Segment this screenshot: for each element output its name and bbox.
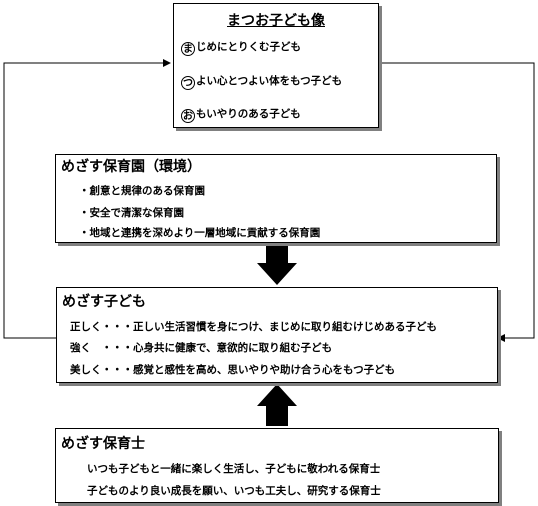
- motto-circled-3: お: [181, 109, 195, 123]
- child-goal-item: 強く ・・・心身共に健康で、意欲的に取り組む子ども: [70, 342, 333, 354]
- child-goal-item: 正しく・・・正しい生活習慣を身につけ、まじめに取り組むけじめある子ども: [70, 321, 437, 333]
- teacher-goal-item: 子どものより良い成長を願い、いつも工夫し、研究する保育士: [87, 485, 381, 497]
- down-arrow-icon: [257, 243, 297, 285]
- motto-item-text-2: よい心とつよい体をもつ子ども: [196, 75, 343, 87]
- motto-circled-1: ま: [181, 42, 195, 56]
- motto-circled-2: つ: [181, 76, 195, 90]
- child-goal-item: 美しく・・・感覚と感性を高め、思いやりや助け合う心をもつ子ども: [70, 364, 396, 376]
- school-goal-item: ・安全で清潔な保育園: [79, 207, 184, 219]
- school-goal-item: ・創意と規律のある保育園: [79, 185, 205, 197]
- teacher-goal-item: いつも子どもと一緒に楽しく生活し、子どもに敬われる保育士: [87, 463, 381, 475]
- school-goal-item: ・地域と連携を深めより一層地域に貢献する保育園: [79, 227, 321, 239]
- teacher-goal-title: めざす保育士: [61, 436, 145, 452]
- child-goal-box: めざす子ども 正しく・・・正しい生活習慣を身につけ、まじめに取り組むけじめある子…: [56, 287, 498, 383]
- motto-title: まつお子ども像: [227, 13, 325, 29]
- motto-item-text-3: もいやりのある子ども: [196, 108, 301, 120]
- up-arrow-icon: [257, 384, 297, 426]
- child-goal-title: めざす子ども: [62, 294, 146, 310]
- left-feedback-arrow: [3, 59, 171, 339]
- motto-item-1: まじめにとりくむ子ども: [181, 40, 301, 56]
- motto-item-text-1: じめにとりくむ子ども: [196, 41, 301, 53]
- motto-item-2: つよい心とつよい体をもつ子ども: [181, 74, 342, 90]
- school-goal-title: めざす保育園（環境）: [61, 159, 201, 175]
- right-feedback-arrow: [381, 62, 535, 342]
- school-goal-box: めざす保育園（環境） ・創意と規律のある保育園 ・安全で清潔な保育園 ・地域と連…: [55, 154, 497, 243]
- motto-box: まつお子ども像 まじめにとりくむ子ども つよい心とつよい体をもつ子ども おもいや…: [173, 3, 379, 128]
- teacher-goal-box: めざす保育士 いつも子どもと一緒に楽しく生活し、子どもに敬われる保育士 子どもの…: [55, 428, 499, 503]
- motto-item-3: おもいやりのある子ども: [181, 107, 301, 123]
